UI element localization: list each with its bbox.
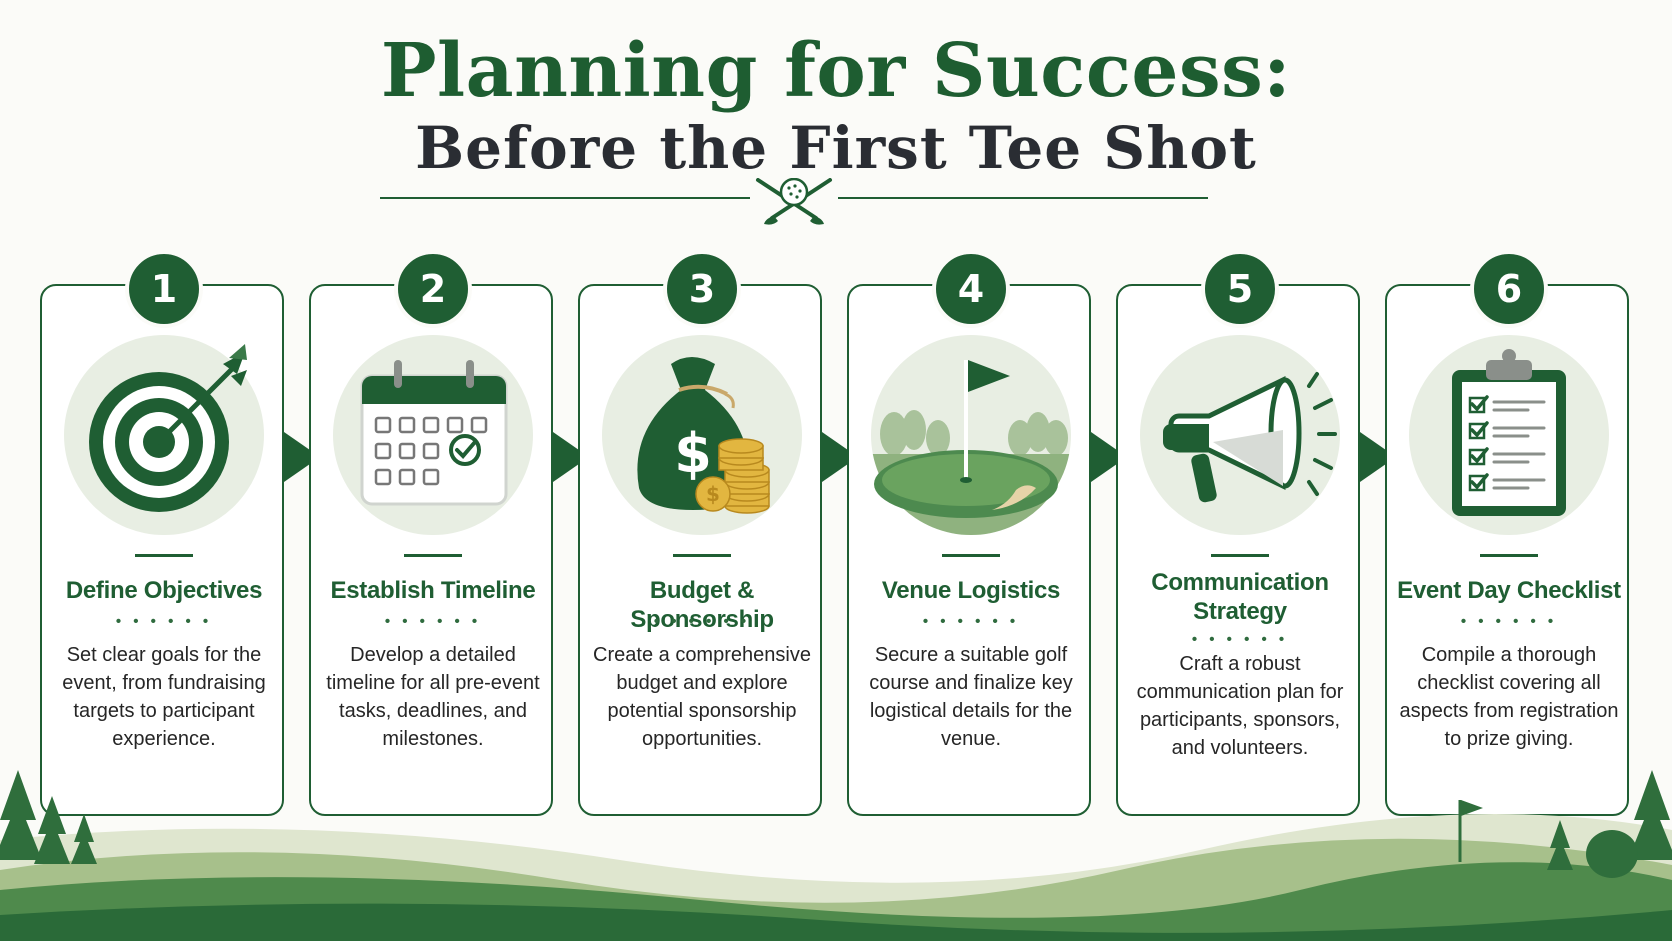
step-dots: • • • • • • bbox=[1460, 613, 1558, 630]
step-title: Define Objectives bbox=[65, 577, 263, 604]
title-divider bbox=[380, 178, 1208, 225]
header: Planning for Success: Before the First T… bbox=[0, 0, 1672, 250]
step-title: Establish Timeline bbox=[330, 577, 536, 604]
arrow-right-icon bbox=[553, 432, 589, 482]
step-number-badge: 6 bbox=[1470, 250, 1548, 328]
arrow-right-icon bbox=[284, 432, 320, 482]
step-description: Compile a thorough checklist covering al… bbox=[1399, 644, 1619, 750]
step-card-3: $ $ Budget & Sponsorship • • • • • • Cre… bbox=[578, 284, 822, 816]
step-number-badge: 4 bbox=[932, 250, 1010, 328]
step-title: Venue Logistics bbox=[881, 577, 1061, 604]
golf-flag-small-icon bbox=[1458, 800, 1483, 862]
step-rule bbox=[673, 554, 731, 557]
step-title: Communication Strategy bbox=[1151, 569, 1329, 625]
step-dots: • • • • • • bbox=[653, 613, 751, 630]
step-card-4: Venue Logistics • • • • • • Secure a sui… bbox=[847, 284, 1091, 816]
arrow-right-icon bbox=[1091, 432, 1127, 482]
target-arrow-icon bbox=[64, 335, 264, 535]
step-description: Set clear goals for the event, from fund… bbox=[62, 644, 266, 750]
golf-landscape-illustration bbox=[0, 770, 1672, 941]
clipboard-checklist-icon bbox=[1409, 335, 1609, 535]
step-dots: • • • • • • bbox=[922, 613, 1020, 630]
step-description: Create a comprehensive budget and explor… bbox=[593, 644, 811, 750]
step-title: Event Day Checklist bbox=[1397, 577, 1621, 604]
step-dots: • • • • • • bbox=[384, 613, 482, 630]
step-rule bbox=[942, 554, 1000, 557]
page-title: Planning for Success: bbox=[380, 28, 1292, 114]
step-rule bbox=[1480, 554, 1538, 557]
step-card-5: Communication Strategy • • • • • • Craft… bbox=[1116, 284, 1360, 816]
step-dots: • • • • • • bbox=[1191, 631, 1289, 648]
pine-trees-right-icon bbox=[1547, 770, 1672, 878]
step-rule bbox=[135, 554, 193, 557]
step-card-2: Establish Timeline • • • • • • Develop a… bbox=[309, 284, 553, 816]
step-number-badge: 5 bbox=[1201, 250, 1279, 328]
step-description: Secure a suitable golf course and finali… bbox=[869, 644, 1073, 750]
step-title: Budget & Sponsorship bbox=[630, 577, 774, 633]
step-number-badge: 3 bbox=[663, 250, 741, 328]
money-bag-coins-icon: $ $ bbox=[602, 335, 802, 535]
crossed-golf-clubs-with-ball-icon bbox=[756, 178, 832, 225]
svg-text:$: $ bbox=[674, 422, 712, 485]
step-number-badge: 1 bbox=[125, 250, 203, 328]
step-description: Craft a robust communication plan for pa… bbox=[1136, 653, 1344, 759]
step-rule bbox=[1211, 554, 1269, 557]
arrow-right-icon bbox=[1360, 432, 1396, 482]
arrow-right-icon bbox=[822, 432, 858, 482]
pine-trees-left-icon bbox=[0, 770, 97, 864]
step-card-6: Event Day Checklist • • • • • • Compile … bbox=[1385, 284, 1629, 816]
svg-text:$: $ bbox=[706, 482, 720, 506]
step-card-1: Define Objectives • • • • • • Set clear … bbox=[40, 284, 284, 816]
step-description: Develop a detailed timeline for all pre-… bbox=[326, 644, 540, 750]
megaphone-icon bbox=[1140, 335, 1340, 535]
golf-flag-green-icon bbox=[871, 335, 1071, 535]
step-rule bbox=[404, 554, 462, 557]
step-dots: • • • • • • bbox=[115, 613, 213, 630]
page-subtitle: Before the First Tee Shot bbox=[415, 114, 1257, 182]
step-number-badge: 2 bbox=[394, 250, 472, 328]
calendar-check-icon bbox=[333, 335, 533, 535]
